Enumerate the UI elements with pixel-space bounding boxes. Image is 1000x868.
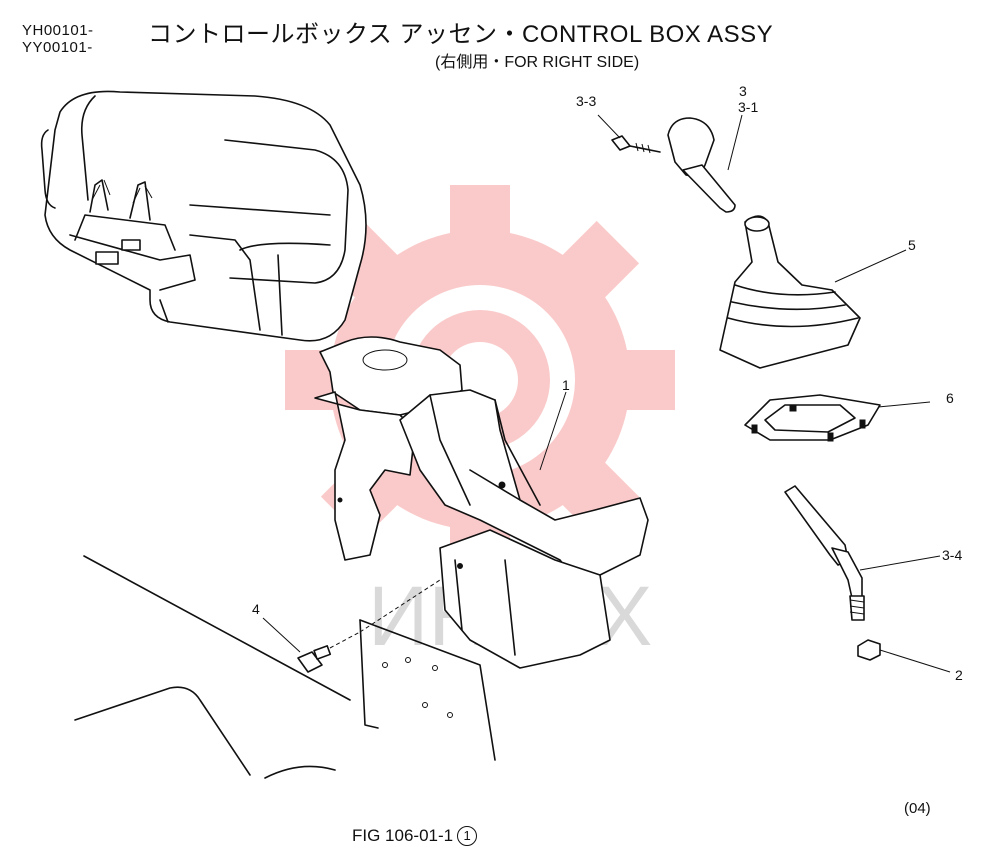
boot-part-5	[719, 215, 861, 369]
page-title: コントロールボックス アッセン・CONTROL BOX ASSY	[148, 21, 774, 48]
callout-1: 1	[562, 377, 570, 393]
callout-3-4: 3-4	[942, 547, 962, 563]
callout-6: 6	[946, 390, 954, 406]
callout-4: 4	[252, 601, 260, 617]
callout-3-1: 3-1	[738, 99, 758, 115]
bolt-part-4	[297, 579, 441, 673]
revision-label: (04)	[904, 800, 931, 817]
callout-5: 5	[908, 237, 916, 253]
callout-2: 2	[955, 667, 963, 683]
callout-3-3: 3-3	[576, 93, 596, 109]
serial-range-2: YY00101-	[22, 39, 93, 56]
seat-overview-illustration	[40, 90, 367, 342]
plate-part-6	[744, 394, 881, 442]
knob-part-3	[667, 117, 736, 213]
floor-mounting-panel	[74, 555, 496, 779]
serial-range-1: YH00101-	[22, 22, 94, 39]
screw-part-3-3	[611, 135, 661, 154]
callout-3: 3	[739, 83, 747, 99]
leader-lines	[262, 114, 951, 673]
figure-sheet-mark: 1	[457, 826, 478, 846]
nut-part-2	[857, 639, 881, 661]
page-subtitle: (右側用・FOR RIGHT SIDE)	[435, 54, 640, 71]
figure-number: FIG 106-01-1	[352, 826, 454, 845]
control-box-bracket-part-1	[314, 336, 649, 669]
lever-part-3-4	[784, 485, 865, 621]
